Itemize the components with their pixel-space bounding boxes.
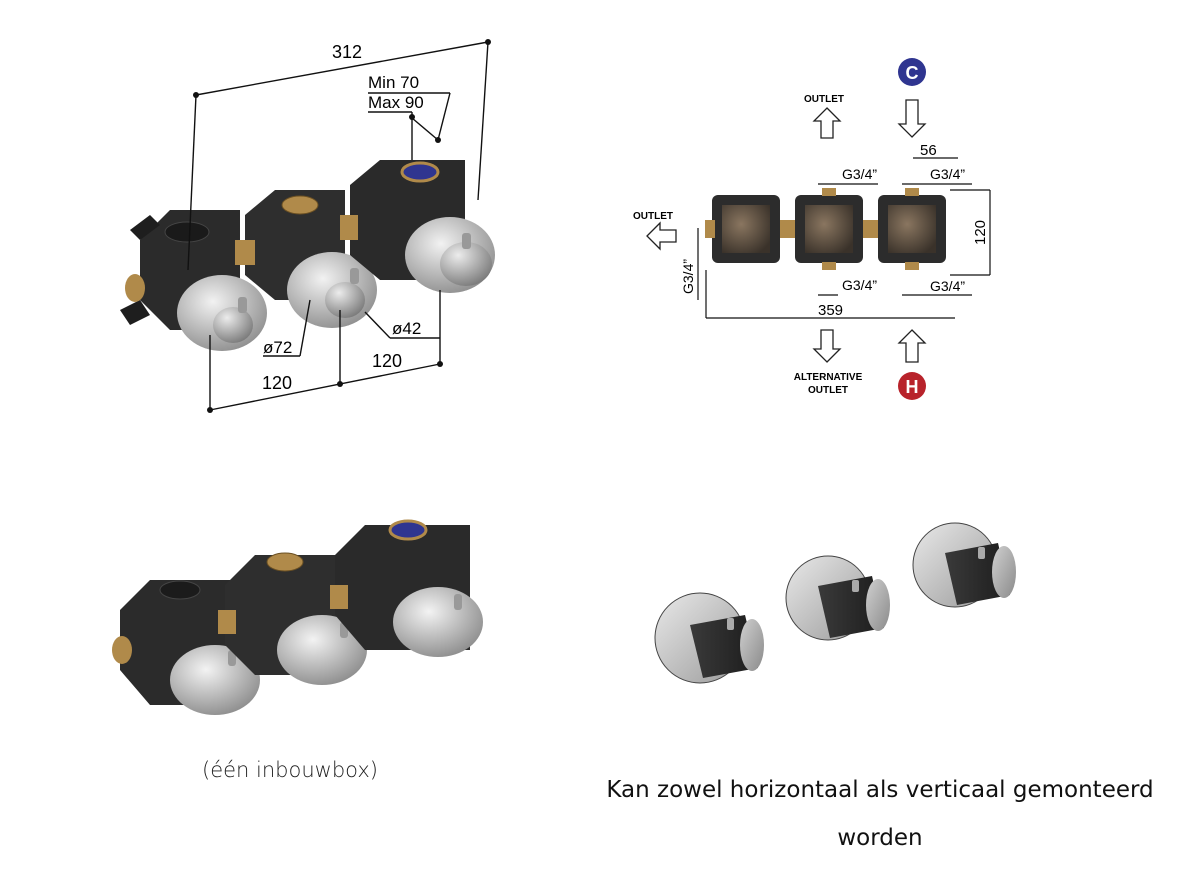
plan-dim-56: 56: [920, 142, 937, 159]
dim-depth-max: Max 90: [368, 93, 424, 112]
plan-alt-outlet-label-2: OUTLET: [808, 385, 848, 396]
dim-total-width: 312: [332, 42, 362, 62]
inbouwbox-render: [112, 519, 483, 715]
caption-mounting: Kan zowel horizontaal als verticaal gemo…: [606, 777, 1154, 851]
trim-unit-3: [912, 522, 1016, 608]
trim-set-render: [654, 522, 1016, 684]
trim-unit-2: [785, 555, 890, 641]
plan-thread-top-right: G3/4”: [930, 166, 965, 182]
hot-badge: H: [898, 372, 926, 400]
plan-thread-left: G3/4”: [680, 259, 696, 294]
cold-badge: C: [898, 58, 926, 86]
caption-inbouwbox: (één inbouwbox): [202, 758, 378, 782]
plan-outlet-top-label: OUTLET: [804, 94, 844, 105]
plan-thread-bot-mid: G3/4”: [842, 277, 877, 293]
mixing-box-2: [235, 190, 377, 328]
render-box-1: [112, 580, 260, 715]
plan-thread-top-mid: G3/4”: [842, 166, 877, 182]
mixing-box-3: [340, 160, 495, 293]
plan-box-1: [705, 195, 780, 263]
render-box-2: [218, 552, 367, 685]
plan-alt-outlet-label-1: ALTERNATIVE: [794, 372, 863, 383]
trim-unit-1: [654, 592, 764, 684]
isometric-dimension-drawing: 312 Min 70 Max 90 ø72 ø42 120 120: [120, 39, 495, 413]
plan-dimension-lines: [697, 157, 991, 319]
render-box-3: [330, 519, 483, 657]
plan-box-2: [780, 188, 863, 270]
dim-spacing-a: 120: [262, 373, 292, 393]
plan-dim-120: 120: [972, 220, 989, 245]
outlet-top-arrow: [812, 107, 842, 139]
plan-view-drawing: C H OUTLET OUTLET ALTERNATIVE OUTLET 56 …: [633, 58, 991, 400]
svg-text:H: H: [906, 377, 919, 397]
plan-thread-bot-right: G3/4”: [930, 278, 965, 294]
plan-outlet-left-label: OUTLET: [633, 211, 673, 222]
dimension-points: [193, 39, 491, 413]
cold-inlet-arrow: [897, 99, 927, 138]
alt-outlet-arrow: [812, 329, 842, 363]
dim-spacing-b: 120: [372, 351, 402, 371]
plan-box-3: [863, 188, 946, 270]
dim-plate-diameter: ø72: [263, 338, 292, 357]
svg-text:C: C: [906, 63, 919, 83]
plan-dim-359: 359: [818, 302, 843, 319]
outlet-left-arrow: [646, 221, 677, 251]
mixing-box-1: [120, 210, 267, 351]
hot-inlet-arrow: [897, 329, 927, 363]
dim-knob-diameter: ø42: [392, 319, 421, 338]
dim-depth-min: Min 70: [368, 73, 419, 92]
